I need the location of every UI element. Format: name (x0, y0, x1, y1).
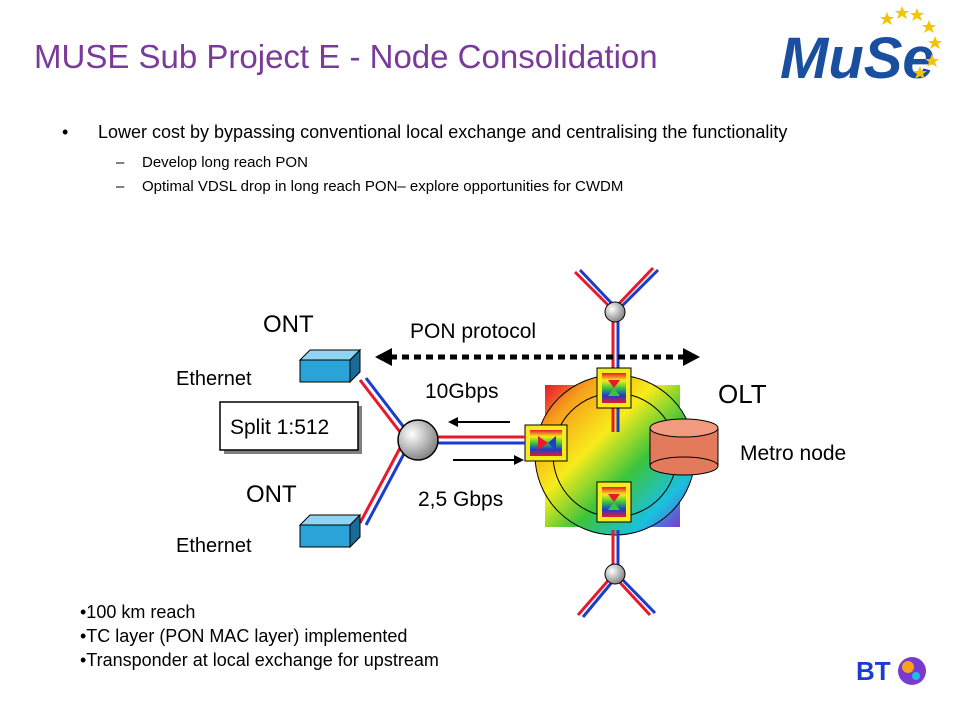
note-item: •100 km reach (80, 602, 196, 622)
olt-label: OLT (718, 379, 767, 409)
star-icon (880, 12, 894, 25)
bullet-main: • Lower cost by bypassing conventional l… (62, 120, 892, 145)
transponder-left-icon (524, 424, 568, 462)
dash-marker: – (116, 178, 125, 195)
dash-marker: – (116, 154, 125, 171)
splitter-bottom-icon (604, 563, 626, 585)
star-icon (913, 66, 927, 79)
ont-top-icon (298, 348, 362, 384)
downstream-arrow (448, 417, 510, 427)
bullet-marker: • (62, 122, 69, 142)
notes-list: •100 km reach •TC layer (PON MAC layer) … (80, 600, 439, 672)
metro-node-icon (649, 418, 719, 476)
bt-logo: BT (856, 656, 926, 686)
ethernet-bottom-label: Ethernet (176, 535, 252, 557)
note-item: •TC layer (PON MAC layer) implemented (80, 626, 408, 646)
sub-bullet-text: Develop long reach PON (142, 154, 308, 171)
ont-bottom-icon (298, 513, 362, 549)
star-icon (922, 20, 936, 33)
muse-logo-text: MuSe (780, 26, 935, 91)
star-icons (880, 6, 942, 79)
fiber-top (573, 266, 660, 432)
downstream-label: 10Gbps (425, 380, 499, 403)
upstream-arrow (453, 455, 524, 465)
transponder-top-icon (596, 367, 632, 409)
slide-title: MUSE Sub Project E - Node Consolidation (34, 38, 658, 75)
note-item: •Transponder at local exchange for upstr… (80, 650, 439, 670)
pon-protocol-label: PON protocol (410, 320, 536, 343)
fiber-to-onts (358, 377, 408, 526)
upstream-label: 2,5 Gbps (418, 488, 503, 511)
ethernet-top-label: Ethernet (176, 368, 252, 390)
sub-bullet: – Develop long reach PON (62, 153, 892, 173)
star-icon (895, 6, 909, 19)
transponder-bottom-icon (596, 481, 632, 523)
splitter-top-icon (604, 301, 626, 323)
star-icon (925, 54, 939, 67)
pon-protocol-arrow (375, 348, 700, 366)
splitter-main-icon (397, 419, 439, 461)
bt-logo-text: BT (856, 656, 891, 686)
pon-diagram: ONT Ethernet Split 1:512 ONT Ethernet PO… (176, 266, 846, 618)
split-box (219, 401, 362, 454)
sub-bullet-text: Optimal VDSL drop in long reach PON– exp… (142, 178, 624, 195)
bullet-main-text: Lower cost by bypassing conventional loc… (98, 122, 788, 142)
star-icon (928, 36, 942, 49)
ont-bottom-label: ONT (246, 481, 297, 508)
ont-top-label: ONT (263, 311, 314, 338)
fiber-bottom (576, 530, 657, 618)
metro-node-label: Metro node (740, 442, 846, 465)
split-label: Split 1:512 (230, 416, 329, 439)
sub-bullet: – Optimal VDSL drop in long reach PON– e… (62, 177, 892, 197)
muse-logo: MuSe (780, 6, 942, 91)
star-icon (910, 8, 924, 21)
